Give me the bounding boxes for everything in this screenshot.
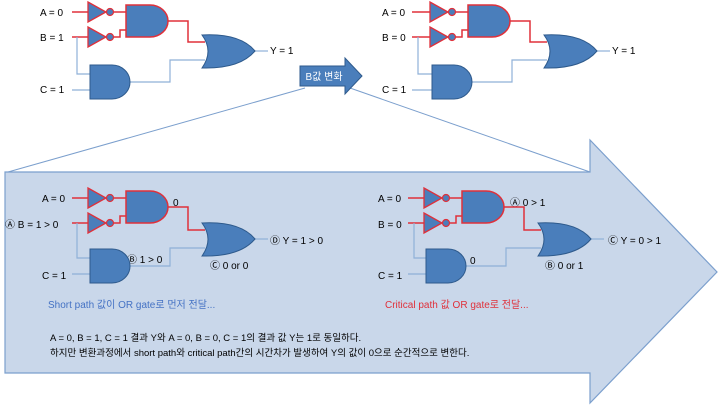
not-bubble-2	[447, 32, 457, 42]
change-arrow-label: B값 변화	[305, 71, 342, 83]
and-gate-2	[89, 64, 131, 100]
change-arrow: B값 변화	[299, 56, 363, 96]
not-gate-1	[87, 186, 108, 210]
zoom-arrow-shape	[4, 138, 718, 405]
and-gate-2	[431, 64, 473, 100]
and-gate-2	[425, 248, 467, 284]
and1-output-label: Ⓐ 0 > 1	[510, 197, 546, 209]
and2-output-label: Ⓑ 1 > 0	[127, 254, 163, 266]
and1-output-label: 0	[173, 198, 179, 209]
and-gate-1	[467, 4, 511, 38]
and-gate-1	[125, 4, 169, 38]
not-gate-2	[87, 25, 108, 49]
input-a-label: A = 0	[42, 194, 66, 205]
input-c-label: C = 1	[40, 85, 65, 96]
circuit-zoom-left: A = 0 Ⓐ B = 1 > 0 C = 1 0 Ⓑ 1 > 0 Ⓒ 0 or…	[5, 186, 323, 284]
circuit-top-left: A = 0 B = 1 C = 1 Y = 1	[40, 0, 294, 100]
input-b-label: Ⓐ B = 1 > 0	[5, 219, 59, 231]
output-y-label: Y = 1	[612, 46, 636, 57]
not-bubble-1	[447, 7, 457, 17]
not-gate-1	[423, 186, 444, 210]
input-c-label: C = 1	[42, 271, 67, 282]
not-gate-2	[423, 211, 444, 235]
zoom-connector-left	[7, 87, 306, 173]
zoom-connector-right	[349, 87, 591, 173]
not-bubble-1	[105, 7, 115, 17]
or-gate	[537, 222, 592, 257]
not-bubble-1	[441, 193, 451, 203]
input-a-label: A = 0	[378, 194, 402, 205]
input-b-label: B = 1	[40, 33, 64, 44]
wire-not2-and1	[114, 29, 126, 38]
output-y-label: Ⓓ Y = 1 > 0	[270, 235, 323, 247]
input-c-label: C = 1	[382, 85, 407, 96]
short-path-caption: Short path 값이 OR gate로 먼저 전달...	[48, 299, 215, 311]
not-gate-2	[87, 211, 108, 235]
wire-and1-or	[168, 20, 205, 43]
change-arrow-shape	[299, 56, 363, 96]
input-a-label: A = 0	[382, 8, 406, 19]
not-bubble-2	[441, 218, 451, 228]
wire-b-to-and2	[76, 37, 90, 75]
and2-output-label: 0	[470, 256, 476, 267]
and-gate-1	[125, 190, 169, 224]
or-input-label: Ⓑ 0 or 1	[545, 260, 584, 272]
critical-path-caption: Critical path 값 OR gate로 전달...	[385, 299, 529, 311]
input-b-label: B = 0	[382, 33, 406, 44]
not-bubble-1	[105, 193, 115, 203]
circuit-top-right: A = 0 B = 0 C = 1 Y = 1	[382, 0, 636, 100]
output-y-label: Y = 1	[270, 46, 294, 57]
not-bubble-2	[105, 218, 115, 228]
note-line-1: A = 0, B = 1, C = 1 결과 Y와 A = 0, B = 0, …	[50, 332, 361, 344]
not-bubble-2	[105, 32, 115, 42]
not-gate-1	[429, 0, 450, 24]
or-gate	[543, 34, 598, 69]
input-c-label: C = 1	[378, 271, 403, 282]
not-gate-2	[429, 25, 450, 49]
or-gate	[201, 34, 256, 69]
or-input-label: Ⓒ 0 or 0	[210, 260, 249, 272]
or-gate	[201, 222, 256, 257]
and-gate-1	[461, 190, 505, 224]
not-gate-1	[87, 0, 108, 24]
wire-and2-or	[130, 59, 205, 83]
input-a-label: A = 0	[40, 8, 64, 19]
note-line-2: 하지만 변환과정에서 short path와 critical path간의 시…	[50, 347, 469, 359]
and-gate-2	[89, 248, 131, 284]
output-y-label: Ⓒ Y = 0 > 1	[608, 235, 661, 247]
input-b-label: B = 0	[378, 220, 402, 231]
circuit-zoom-right: A = 0 B = 0 C = 1 Ⓐ 0 > 1 0 Ⓑ 0 or 1 Ⓒ Y…	[378, 186, 661, 284]
